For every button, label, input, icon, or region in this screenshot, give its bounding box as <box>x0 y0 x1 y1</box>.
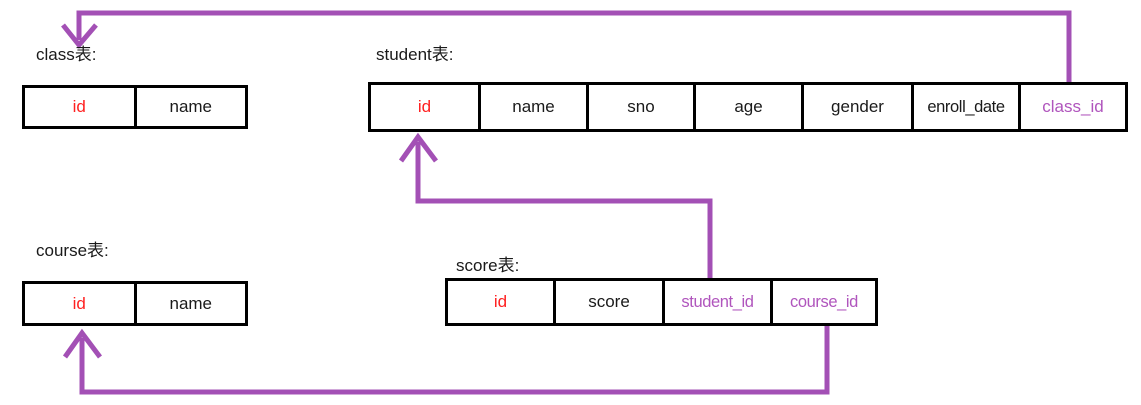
score-column-score: score <box>556 281 665 323</box>
student-table: id name sno age gender enroll_date class… <box>368 82 1128 132</box>
course-column-name: name <box>136 284 245 323</box>
class-table: id name <box>22 85 248 129</box>
score-column-student-id: student_id <box>665 281 773 323</box>
score-column-id: id <box>448 281 556 323</box>
link-score-student-id-to-student-id <box>398 132 713 279</box>
score-column-course-id: course_id <box>773 281 875 323</box>
link-student-class-to-class-id <box>61 10 1072 82</box>
class-table-title: class表: <box>36 45 97 64</box>
score-table-title: score表: <box>456 256 520 275</box>
course-column-id: id <box>25 284 137 323</box>
course-table: id name <box>22 281 248 326</box>
student-table-title: student表: <box>376 45 454 64</box>
course-table-title: course表: <box>36 241 109 260</box>
student-column-id: id <box>371 85 481 129</box>
student-column-enroll-date: enroll_date <box>914 85 1021 129</box>
class-column-name: name <box>136 88 245 126</box>
student-column-sno: sno <box>589 85 696 129</box>
student-column-class-id: class_id <box>1021 85 1125 129</box>
student-column-name: name <box>481 85 589 129</box>
class-column-id: id <box>25 88 137 126</box>
student-column-gender: gender <box>804 85 914 129</box>
student-column-age: age <box>696 85 804 129</box>
link-score-course-id-to-course-id <box>62 325 830 395</box>
score-table: id score student_id course_id <box>445 278 878 326</box>
